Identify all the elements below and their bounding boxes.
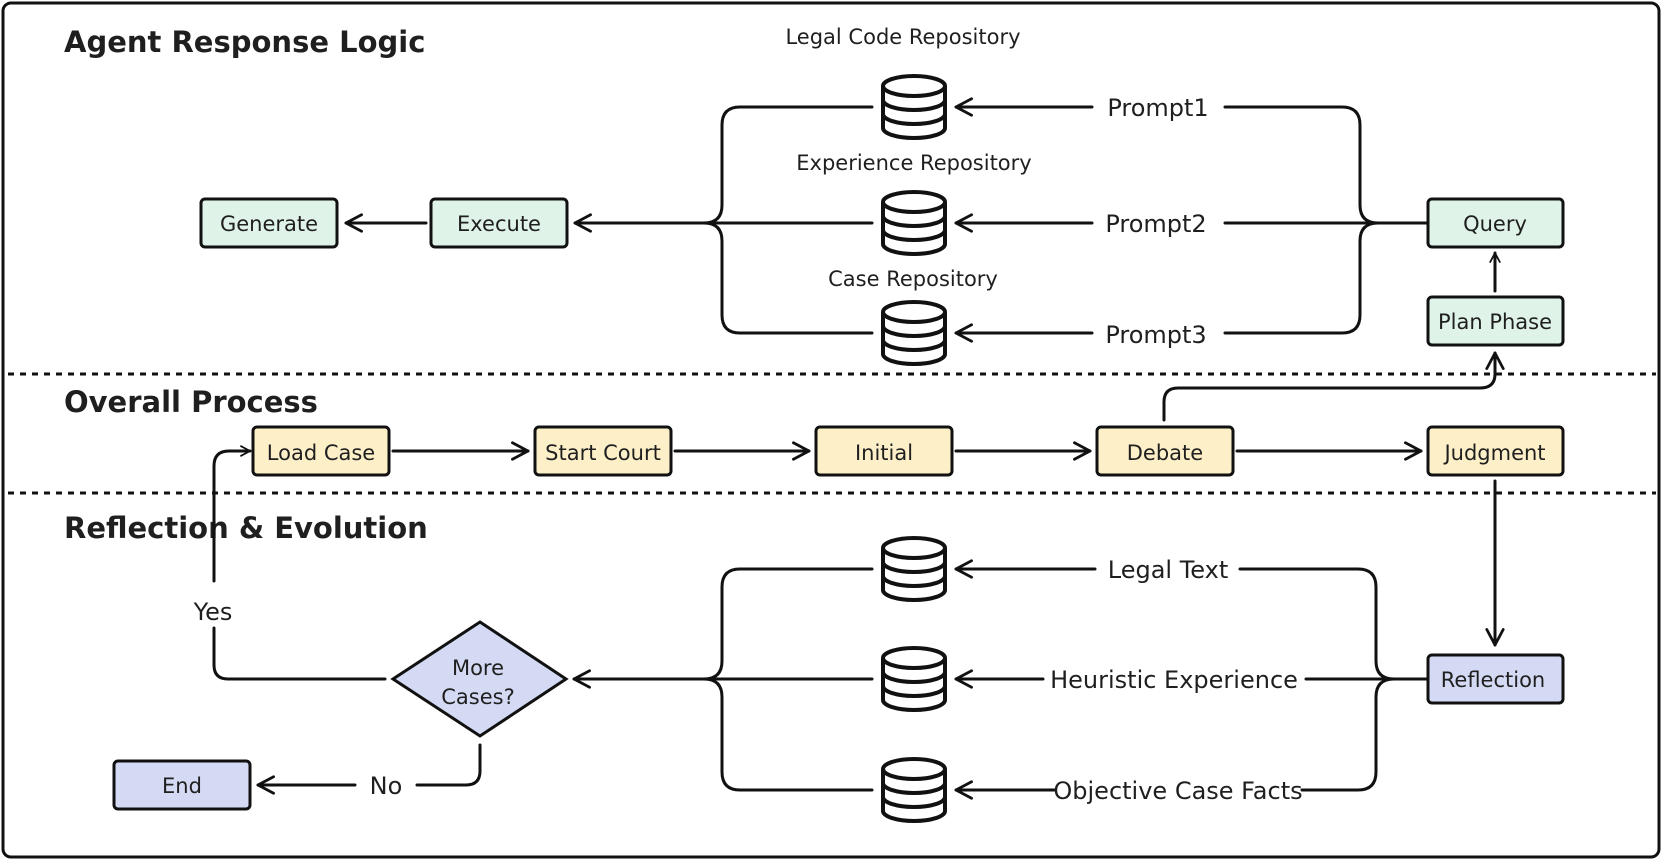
reflection-label: Reflection — [1441, 668, 1546, 692]
heuristic-experience-label: Heuristic Experience — [1050, 666, 1298, 694]
repo-label-legal-code: Legal Code Repository — [785, 25, 1020, 49]
execute-label: Execute — [457, 212, 541, 236]
prompt1-label: Prompt1 — [1107, 94, 1208, 122]
brace-legal-code-to-execute — [702, 105, 874, 225]
database-icon-legal-code — [881, 74, 947, 140]
yes-label: Yes — [193, 598, 233, 626]
judgment-node — [1426, 425, 1565, 477]
decision-label-line1: More — [452, 656, 504, 680]
decision-label-line2: Cases? — [441, 685, 514, 709]
execute-node — [429, 197, 569, 249]
plan-phase-label: Plan Phase — [1438, 310, 1552, 334]
prompt2-label: Prompt2 — [1105, 210, 1206, 238]
section-title-overall: Overall Process — [64, 385, 318, 419]
brace-legal-db-to-decision — [702, 567, 874, 681]
brace-facts-db-to-decision — [702, 677, 874, 792]
objective-case-facts-label: Objective Case Facts — [1053, 777, 1302, 805]
generate-label: Generate — [220, 212, 318, 236]
reflection-node — [1426, 653, 1565, 705]
start-court-node — [533, 425, 673, 477]
section-title-agent: Agent Response Logic — [64, 25, 425, 59]
plan-phase-node — [1426, 295, 1565, 347]
initial-label: Initial — [855, 441, 913, 465]
query-node — [1426, 197, 1565, 249]
brace-query-to-prompt1 — [1223, 105, 1430, 225]
yes-path-to-load-case — [212, 445, 252, 583]
legal-text-label: Legal Text — [1108, 556, 1229, 584]
brace-query-to-prompt3 — [1223, 221, 1380, 335]
brace-reflection-to-case-facts — [1300, 677, 1396, 792]
database-icon-case — [881, 300, 947, 366]
generate-node — [199, 197, 339, 249]
yes-path-lower — [212, 626, 387, 681]
database-icon-heuristic — [881, 646, 947, 712]
judgment-label: Judgment — [1442, 441, 1545, 465]
start-court-label: Start Court — [545, 441, 661, 465]
end-label: End — [162, 774, 202, 798]
no-label: No — [370, 772, 403, 800]
more-cases-decision — [390, 620, 569, 738]
arrow-debate-to-plan — [1162, 351, 1505, 422]
section-title-reflection: Reflection & Evolution — [64, 511, 428, 545]
brace-case-to-execute — [702, 221, 874, 335]
brace-reflection-to-legal-text — [1238, 567, 1430, 681]
end-node — [112, 759, 252, 811]
load-case-label: Load Case — [267, 441, 375, 465]
query-label: Query — [1463, 212, 1527, 236]
database-icon-case-facts — [881, 757, 947, 823]
initial-node — [814, 425, 954, 477]
prompt3-label: Prompt3 — [1105, 321, 1206, 349]
database-icon-legal-text — [881, 536, 947, 602]
debate-node — [1095, 425, 1235, 477]
no-path-upper — [415, 743, 482, 787]
repo-label-experience: Experience Repository — [796, 151, 1031, 175]
load-case-node — [251, 425, 391, 477]
debate-label: Debate — [1127, 441, 1203, 465]
database-icon-experience — [881, 190, 947, 256]
repo-label-case: Case Repository — [828, 267, 998, 291]
